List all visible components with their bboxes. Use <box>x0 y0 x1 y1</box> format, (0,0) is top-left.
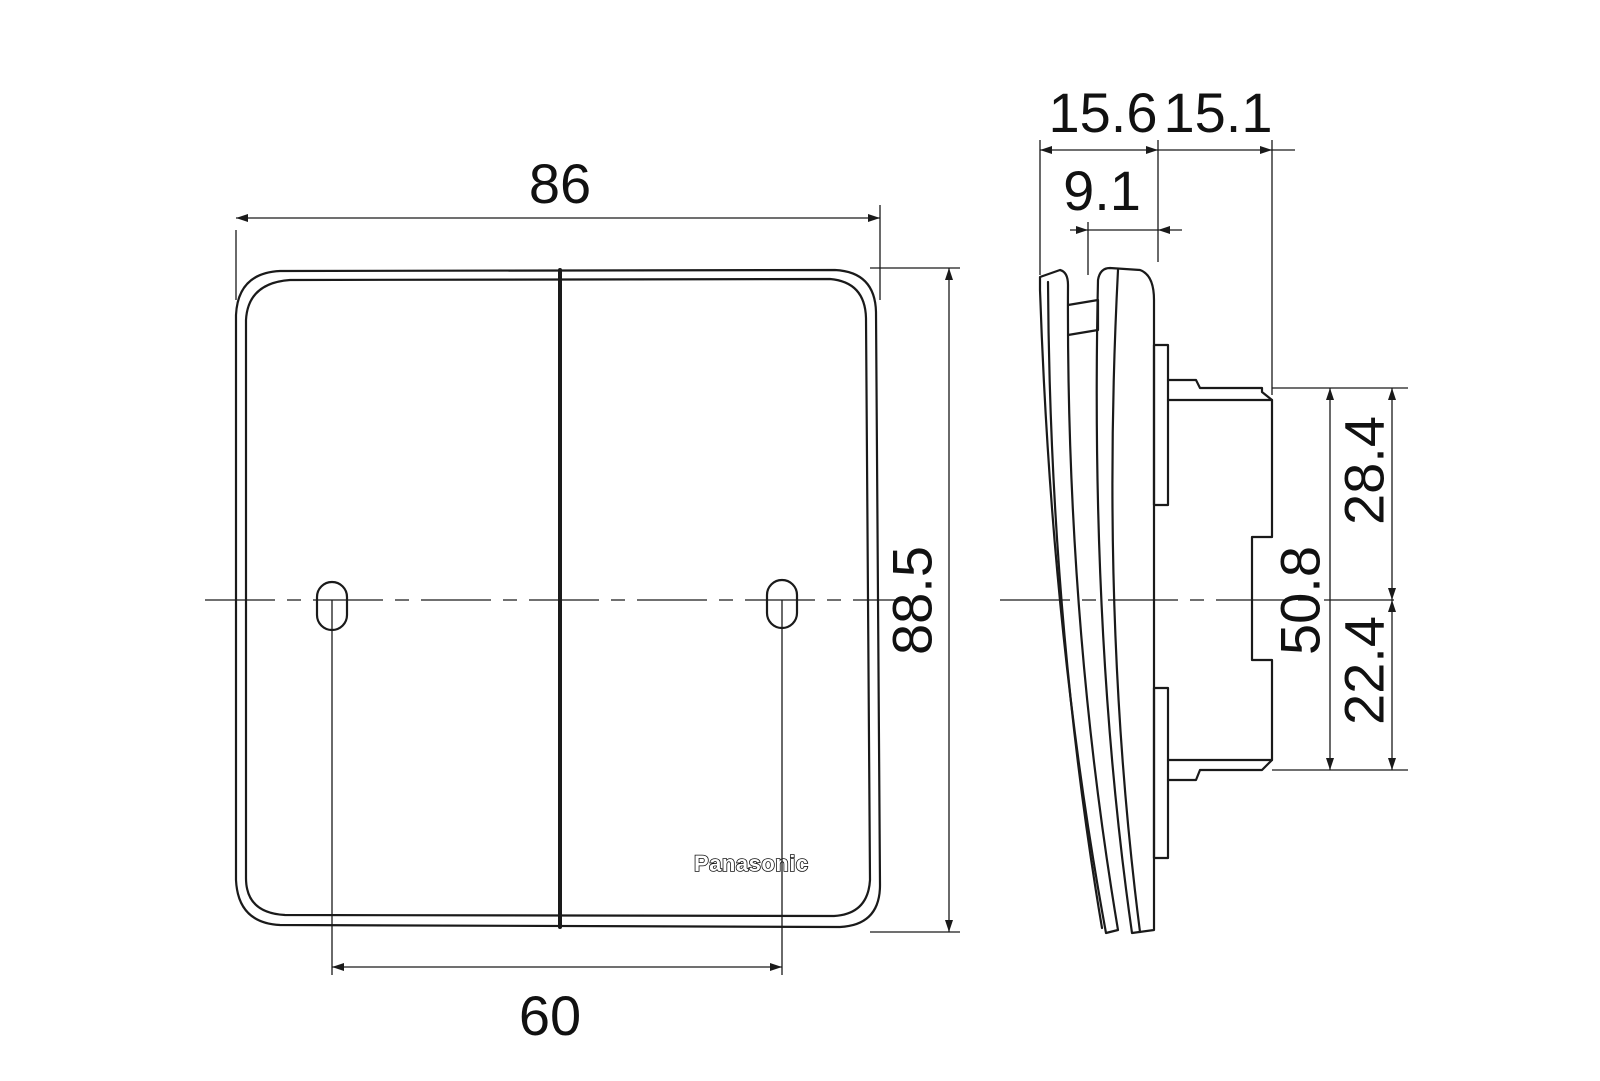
body-height-label: 50.8 <box>1269 546 1332 655</box>
side-plate <box>1095 266 1156 935</box>
depth-front-label: 15.6 <box>1049 81 1158 144</box>
lower-offset-label: 22.4 <box>1333 616 1396 725</box>
hole-spacing-label: 60 <box>519 984 581 1047</box>
plate-outline <box>234 268 882 929</box>
width-label: 86 <box>529 152 591 215</box>
rear-tab-top <box>1152 343 1170 507</box>
front-view: Panasonic <box>205 268 905 929</box>
front-dimensions: 86 88.5 60 <box>235 152 960 1047</box>
side-cover-inner <box>1046 280 1104 930</box>
upper-offset-label: 28.4 <box>1333 416 1396 525</box>
rear-body <box>1166 378 1274 782</box>
side-view <box>1000 266 1400 935</box>
plate-depth-label: 9.1 <box>1063 159 1141 222</box>
side-cover <box>1038 268 1120 935</box>
height-label: 88.5 <box>881 546 944 655</box>
side-plate-inner <box>1111 268 1142 934</box>
side-dimensions: 15.6 15.1 9.1 50.8 28.4 22.4 <box>1039 81 1408 771</box>
brand-logo: Panasonic <box>694 851 809 876</box>
depth-back-label: 15.1 <box>1164 81 1273 144</box>
side-connector <box>1066 298 1100 337</box>
rear-tab-bottom <box>1152 686 1170 860</box>
